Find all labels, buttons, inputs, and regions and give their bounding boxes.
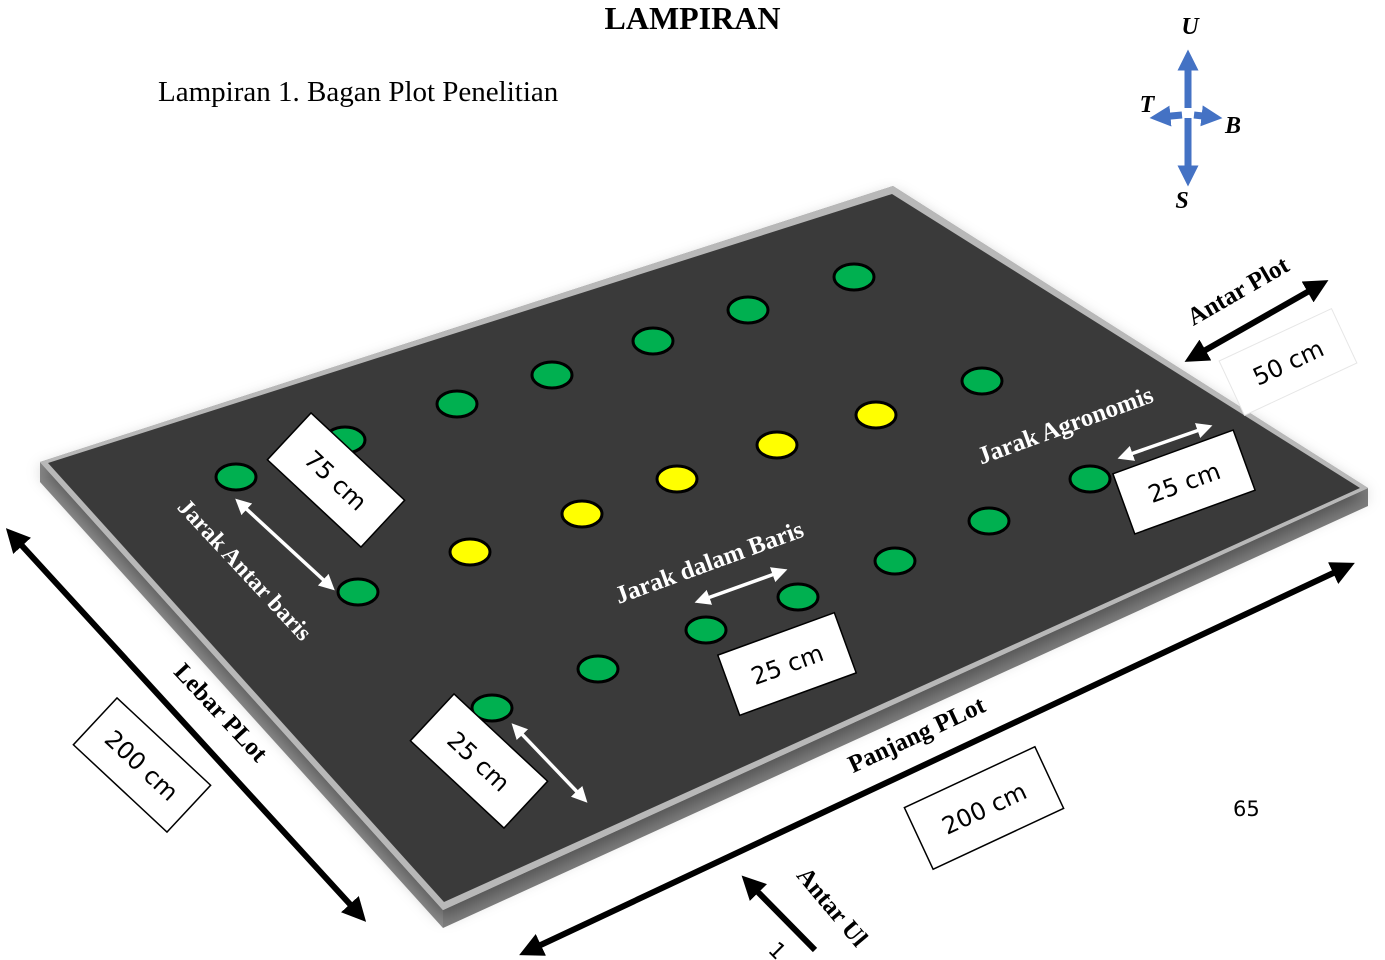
green-hole — [967, 506, 1011, 536]
green-hole — [576, 654, 620, 684]
green-hole — [470, 693, 514, 723]
antar-plot-arrow — [1184, 280, 1329, 362]
compass-east-arrow — [1149, 105, 1183, 127]
compass-north-label: U — [1181, 14, 1200, 40]
compass-south-label: S — [1175, 188, 1188, 214]
green-hole — [684, 615, 728, 645]
green-hole — [214, 462, 258, 492]
green-hole — [726, 295, 770, 325]
page-number: 65 — [1233, 797, 1260, 821]
yellow-hole — [854, 400, 898, 430]
panjang-plot-arrow — [519, 562, 1355, 956]
antar-ulangan-value: 1 — [763, 938, 791, 960]
yellow-hole — [560, 499, 604, 529]
plot-surface — [48, 194, 1360, 902]
compass: U S T B — [1140, 14, 1241, 214]
green-hole — [435, 389, 479, 419]
yellow-hole — [448, 537, 492, 567]
figure-caption: Lampiran 1. Bagan Plot Penelitian — [158, 76, 559, 108]
compass-east-label: T — [1140, 92, 1156, 118]
green-hole — [776, 582, 820, 612]
lebar-plot-value-box: 200 cm — [72, 696, 212, 834]
yellow-hole — [755, 430, 799, 460]
agronomic-spacing-arrow — [1117, 423, 1213, 461]
plot-slab — [40, 186, 1368, 928]
green-hole — [1068, 464, 1112, 494]
lebar-plot-arrow — [5, 528, 367, 922]
compass-west-arrow — [1193, 105, 1223, 127]
yellow-hole — [655, 464, 699, 494]
antar-ulangan-arrow — [741, 875, 818, 953]
agronomic-value-box: 25 cm — [1111, 429, 1257, 535]
green-hole — [873, 546, 917, 576]
compass-west-label: B — [1224, 113, 1241, 139]
green-hole — [960, 366, 1004, 396]
green-hole — [336, 577, 380, 607]
panjang-plot-value-box: 200 cm — [903, 745, 1065, 871]
green-hole — [832, 262, 876, 292]
page-title: LAMPIRAN — [604, 0, 781, 36]
antar-plot-value-box: 50 cm — [1218, 307, 1358, 417]
antar-plot-label: Antar Plot — [1183, 251, 1295, 331]
green-hole — [530, 360, 574, 390]
green-hole — [631, 326, 675, 356]
